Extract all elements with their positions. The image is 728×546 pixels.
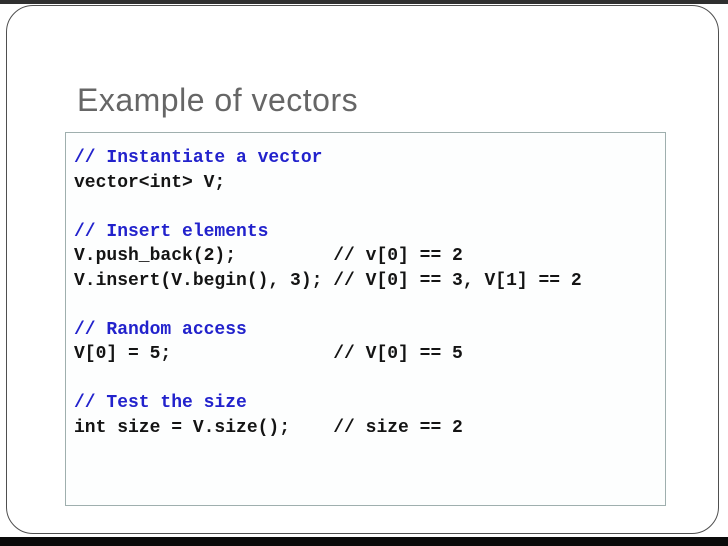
code-line: V[0] = 5; // V[0] == 5: [74, 344, 463, 364]
code-line: // Test the size: [74, 393, 247, 413]
code-line: [74, 367, 657, 392]
code-line: [74, 195, 657, 220]
code-line: // Insert elements: [74, 221, 269, 242]
code-block: // Instantiate a vector vector<int> V; // …: [65, 132, 666, 506]
code-line: V.insert(V.begin(), 3); // V[0] == 3, V[…: [74, 270, 582, 291]
code-line: vector<int> V;: [74, 172, 226, 193]
slide-title: Example of vectors: [77, 82, 359, 119]
code-line: int size = V.size(); // size == 2: [74, 417, 463, 438]
code-line: V.push_back(2); // v[0] == 2: [74, 246, 463, 266]
top-border-bar: [0, 0, 728, 4]
code-line: // Random access: [74, 319, 247, 340]
code-line: // Instantiate a vector: [74, 148, 323, 168]
bottom-border-bar: [0, 537, 728, 546]
code-lines: // Instantiate a vector vector<int> V; // …: [74, 146, 657, 440]
code-line: [74, 293, 657, 318]
